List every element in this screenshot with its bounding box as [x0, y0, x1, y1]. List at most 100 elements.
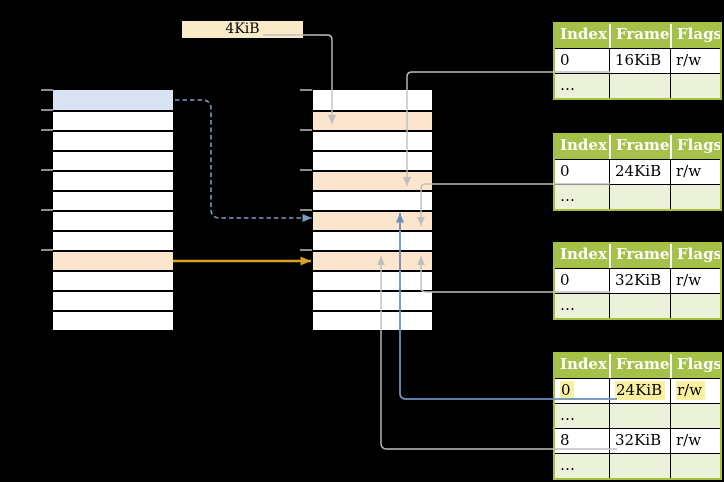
page-table-4-row-1: 0 24KiB r/w [555, 378, 720, 403]
physical-address-tick [300, 169, 312, 171]
virtual-memory-row-5 [53, 170, 173, 190]
physical-memory-row-7 [313, 210, 432, 230]
physical-memory-row-6 [313, 190, 432, 210]
physical-memory-column [313, 90, 432, 330]
physical-memory-row-11 [313, 290, 432, 310]
page-table-3-row-2: … [555, 293, 720, 318]
table-cell [609, 74, 670, 98]
virtual-memory-row-4 [53, 150, 173, 170]
virtual-address-tick [41, 129, 53, 131]
column-header-flags: Flags [670, 135, 720, 159]
highlighted-value: 24KiB [615, 381, 666, 400]
highlighted-value: r/w [676, 381, 706, 400]
page-table-1-row-2: … [555, 73, 720, 98]
virtual-memory-row-9 [53, 250, 173, 270]
physical-memory-row-10 [313, 270, 432, 290]
virtual-memory-column [53, 90, 173, 330]
virtual-address-tick [41, 209, 53, 211]
table-cell: 8 [560, 431, 570, 449]
table-cell: 0 [560, 51, 570, 69]
highlighted-value: 0 [560, 381, 574, 400]
column-header-frame: Frame [609, 135, 670, 159]
column-header-frame: Frame [609, 244, 670, 268]
table-cell: r/w [670, 160, 720, 184]
virtual-memory-row-6 [53, 190, 173, 210]
table-cell [609, 454, 670, 478]
table-cell [609, 294, 670, 318]
table-cell [609, 185, 670, 209]
physical-memory-row-8 [313, 230, 432, 250]
page-size-label: 4KiB [182, 21, 303, 38]
table-cell: … [560, 456, 575, 474]
virtual-address-tick [41, 249, 53, 251]
physical-address-tick [300, 129, 312, 131]
physical-memory-row-3 [313, 130, 432, 150]
physical-memory-row-9 [313, 250, 432, 270]
physical-memory-row-5 [313, 170, 432, 190]
column-header-index: Index [560, 25, 607, 43]
connector-virtual-row1-to-physical-row7 [175, 99, 312, 222]
table-cell: r/w [670, 429, 720, 453]
table-cell: … [560, 76, 575, 94]
page-table-4-row-4: … [555, 453, 720, 478]
table-cell: r/w [670, 269, 720, 293]
table-cell: r/w [670, 379, 720, 403]
physical-address-tick [300, 249, 312, 251]
virtual-memory-row-11 [53, 290, 173, 310]
virtual-memory-row-10 [53, 270, 173, 290]
column-header-frame: Frame [609, 354, 670, 378]
table-cell: 0 [555, 379, 609, 403]
table-cell [670, 454, 720, 478]
table-cell: r/w [670, 49, 720, 73]
table-cell: 24KiB [609, 379, 670, 403]
virtual-memory-row-8 [53, 230, 173, 250]
column-header-index: Index [560, 136, 607, 154]
column-header-index: Index [560, 245, 607, 263]
table-cell: … [560, 296, 575, 314]
virtual-memory-row-12 [53, 310, 173, 330]
page-table-4-row-2: … [555, 403, 720, 428]
virtual-memory-row-1 [53, 90, 173, 110]
column-header-flags: Flags [670, 24, 720, 48]
virtual-memory-row-3 [53, 130, 173, 150]
table-cell [670, 74, 720, 98]
table-cell [670, 404, 720, 428]
table-cell: 32KiB [609, 429, 670, 453]
virtual-address-tick [41, 89, 53, 91]
physical-address-tick [300, 89, 312, 91]
column-header-frame: Frame [609, 24, 670, 48]
table-cell: 16KiB [609, 49, 670, 73]
table-cell [670, 294, 720, 318]
column-header-flags: Flags [670, 354, 720, 378]
physical-memory-row-2 [313, 110, 432, 130]
table-cell [609, 404, 670, 428]
column-header-flags: Flags [670, 244, 720, 268]
table-cell: 32KiB [609, 269, 670, 293]
physical-address-tick [300, 209, 312, 211]
table-cell: … [560, 406, 575, 424]
table-cell [670, 185, 720, 209]
virtual-memory-row-2 [53, 110, 173, 130]
physical-memory-row-4 [313, 150, 432, 170]
table-cell: … [560, 187, 575, 205]
table-cell: 24KiB [609, 160, 670, 184]
page-table-2-row-2: … [555, 184, 720, 209]
virtual-address-tick [41, 109, 53, 111]
table-cell: 0 [560, 162, 570, 180]
virtual-memory-row-7 [53, 210, 173, 230]
column-header-index: Index [560, 355, 607, 373]
physical-memory-row-1 [313, 90, 432, 110]
virtual-address-tick [41, 169, 53, 171]
